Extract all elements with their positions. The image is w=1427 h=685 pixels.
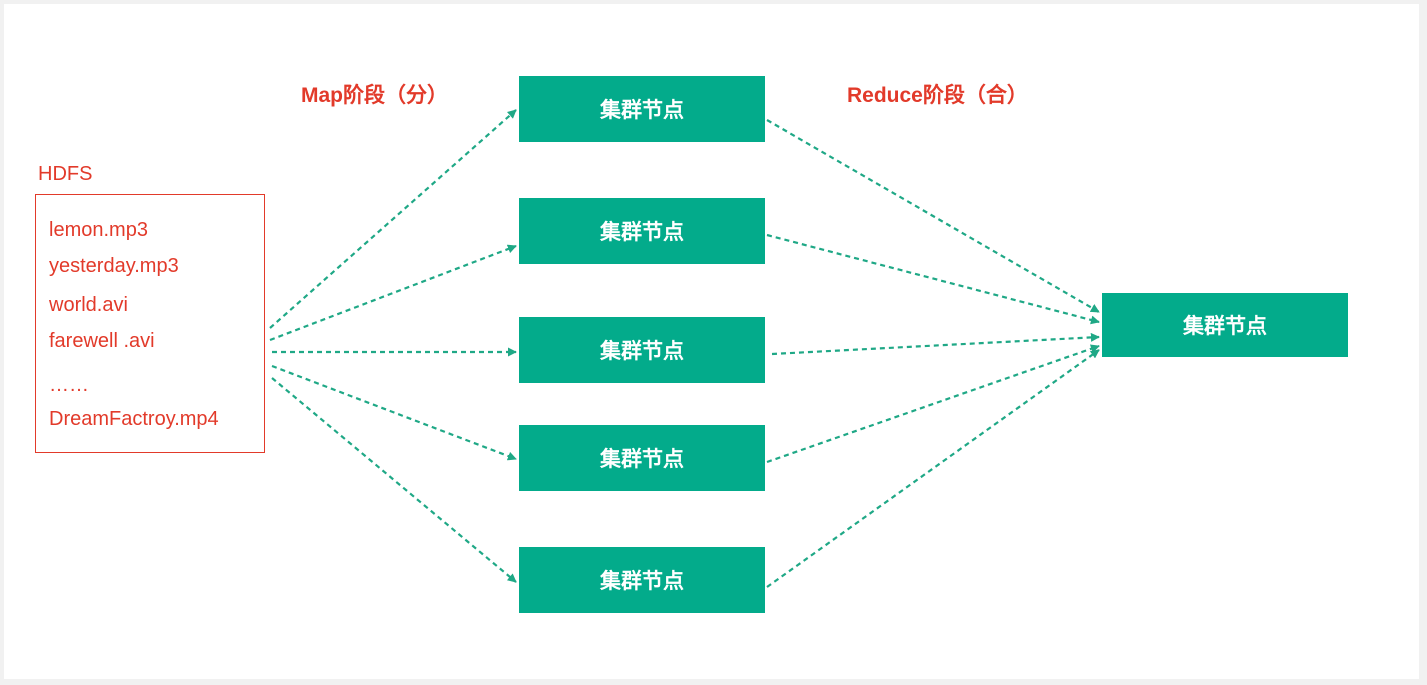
hdfs-title: HDFS bbox=[38, 163, 93, 185]
hdfs-file-item: farewell .avi bbox=[49, 330, 155, 352]
map-arrow-2 bbox=[269, 244, 517, 342]
reduce-cluster-node: 集群节点 bbox=[1102, 293, 1348, 357]
map-cluster-node-3: 集群节点 bbox=[519, 317, 765, 383]
reduce-arrow-1 bbox=[766, 119, 1100, 313]
reduce-stage-label: Reduce阶段（合） bbox=[847, 84, 1028, 107]
reduce-arrow-4 bbox=[766, 344, 1100, 464]
map-cluster-node-1: 集群节点 bbox=[519, 76, 765, 142]
hdfs-file-item: lemon.mp3 bbox=[49, 219, 148, 241]
reduce-arrow-2 bbox=[766, 233, 1100, 325]
hdfs-file-item: yesterday.mp3 bbox=[49, 255, 179, 277]
map-cluster-node-2: 集群节点 bbox=[519, 198, 765, 264]
hdfs-file-ellipsis: …… bbox=[49, 374, 89, 396]
hdfs-file-box: lemon.mp3 yesterday.mp3 world.avi farewe… bbox=[35, 194, 265, 453]
reduce-arrow-5 bbox=[766, 349, 1100, 588]
reduce-arrow-3 bbox=[771, 332, 1100, 356]
map-stage-label: Map阶段（分） bbox=[301, 84, 448, 107]
map-arrow-1 bbox=[269, 109, 517, 329]
map-cluster-node-4: 集群节点 bbox=[519, 425, 765, 491]
hdfs-file-item: world.avi bbox=[49, 294, 128, 316]
map-arrow-5 bbox=[271, 377, 517, 583]
map-arrow-4 bbox=[271, 364, 517, 461]
map-cluster-node-5: 集群节点 bbox=[519, 547, 765, 613]
hdfs-file-item: DreamFactroy.mp4 bbox=[49, 408, 219, 430]
